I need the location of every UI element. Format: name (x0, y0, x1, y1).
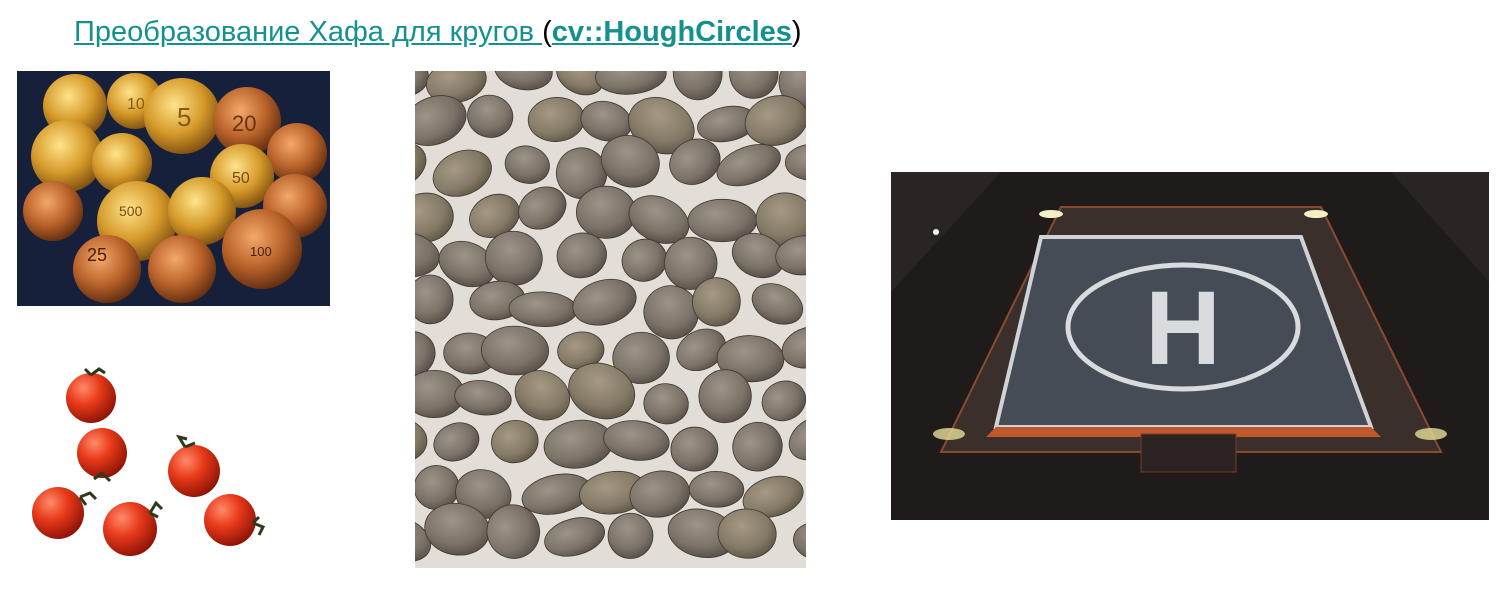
pebble (514, 370, 571, 421)
helipad-h-marking: H (1145, 270, 1221, 387)
pebble (621, 238, 668, 282)
pebble (676, 328, 726, 371)
pebble (716, 144, 781, 187)
pebble (486, 504, 541, 559)
pebble (556, 232, 607, 279)
houghcircles-link[interactable]: cv::HoughCircles (551, 16, 792, 48)
pebble (775, 235, 806, 276)
pebble (781, 325, 806, 369)
hough-transform-link[interactable]: Преобразование Хафа для кругов (74, 16, 543, 48)
pebble (670, 426, 719, 472)
helipad-illustration: H (891, 172, 1489, 520)
coin-label-50: 50 (232, 170, 250, 187)
pebble (432, 149, 492, 197)
coins-illustration: 5 20 50 500 100 25 10 (17, 71, 330, 306)
pebble (612, 331, 670, 384)
coin-label-500: 500 (119, 203, 143, 219)
pebble (415, 274, 454, 325)
pebble (544, 517, 605, 557)
coins-image: 5 20 50 500 100 25 10 (17, 71, 330, 306)
pebble (568, 362, 636, 420)
stones-image (415, 71, 806, 568)
helipad-image: H (891, 172, 1489, 520)
coin-label-100: 100 (250, 244, 272, 259)
coin-label-25: 25 (87, 245, 107, 265)
pebble (732, 421, 783, 472)
pebble (717, 508, 777, 559)
pebble (716, 335, 785, 383)
tomatoes-image (25, 365, 270, 565)
open-paren: ( (542, 16, 552, 48)
pebble (415, 95, 467, 146)
pebble (494, 71, 553, 91)
pebble (688, 470, 745, 508)
pebble (425, 71, 487, 104)
pebble (600, 135, 660, 188)
coin-label-20: 20 (232, 111, 256, 136)
pebble (603, 420, 670, 461)
pebble (785, 143, 806, 181)
tomatoes-illustration (25, 365, 270, 565)
pebble (761, 380, 806, 422)
close-paren: ) (791, 16, 802, 48)
pebble (744, 95, 806, 146)
pebble (433, 422, 480, 462)
pebble (793, 522, 806, 561)
pebble (415, 417, 428, 464)
pebbles-illustration (415, 71, 806, 568)
coin-label-10: 10 (127, 96, 145, 113)
coin-label-5: 5 (177, 102, 191, 132)
pebble (467, 94, 514, 138)
pebble (518, 186, 567, 230)
pebble (698, 369, 752, 424)
pebble (788, 415, 806, 461)
pebble (504, 145, 550, 184)
pebble (692, 277, 741, 327)
pebble (664, 236, 718, 290)
pebble (751, 283, 804, 325)
pebble (607, 512, 654, 559)
pebble (729, 71, 779, 99)
pebble (643, 383, 689, 425)
heading: Преобразование Хафа для кругов (cv::Houg… (74, 16, 802, 49)
pebble (481, 325, 549, 376)
pebble (415, 71, 429, 97)
pebble (572, 278, 637, 326)
pebble (643, 285, 699, 340)
pebble (742, 475, 804, 518)
pebble (669, 138, 721, 185)
pebble (415, 142, 427, 190)
pebble (491, 420, 539, 464)
pebble (454, 380, 512, 416)
pebble (595, 71, 667, 95)
pebble (415, 516, 432, 562)
